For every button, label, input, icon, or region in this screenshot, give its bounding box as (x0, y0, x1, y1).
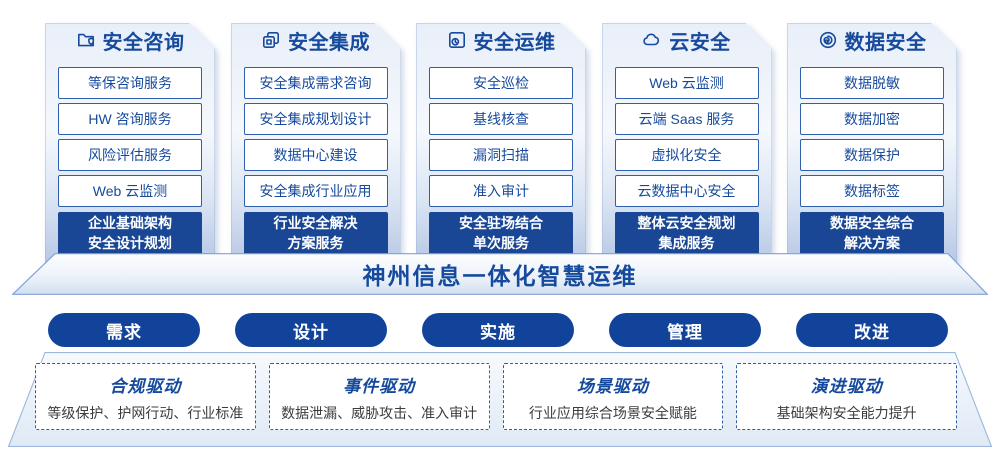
column-title: 安全咨询 (102, 31, 185, 54)
driver-title: 演进驱动 (810, 377, 883, 396)
service-item: 数据中心建设 (243, 139, 388, 171)
driver-compliance: 合规驱动 等级保护、护网行动、行业标准 (35, 363, 256, 430)
service-item: 基线核查 (429, 103, 573, 135)
process-step-improvement: 改进 (796, 313, 948, 347)
service-item: 数据标签 (800, 175, 944, 207)
service-item: 漏洞扫描 (429, 139, 573, 171)
service-columns: 安全咨询 等保咨询服务 HW 咨询服务 风险评估服务 Web 云监测 企业基础架… (45, 10, 957, 264)
process-step-management: 管理 (609, 313, 761, 347)
data-spiral-icon (819, 31, 836, 49)
process-step-implementation: 实施 (422, 313, 574, 347)
driver-incident: 事件驱动 数据泄漏、威胁攻击、准入审计 (268, 363, 490, 430)
process-step-design: 设计 (235, 313, 387, 347)
service-item: 数据脱敏 (800, 67, 944, 99)
driver-boxes: 合规驱动 等级保护、护网行动、行业标准 事件驱动 数据泄漏、威胁攻击、准入审计 … (35, 363, 957, 430)
driver-scenario: 场景驱动 行业应用综合场景安全赋能 (502, 363, 724, 430)
driver-evolution: 演进驱动 基础架构安全能力提升 (736, 363, 957, 430)
column-data-security: 数据安全 数据脱敏 数据加密 数据保护 数据标签 数据安全综合 解决方案 (787, 23, 957, 264)
service-item: 安全集成需求咨询 (243, 67, 388, 99)
service-item: Web 云监测 (614, 67, 759, 99)
column-highlight: 整体云安全规划 集成服务 (614, 212, 759, 255)
column-highlight: 安全驻场结合 单次服务 (429, 212, 573, 255)
driver-title: 事件驱动 (343, 377, 416, 396)
process-step-requirement: 需求 (48, 313, 200, 347)
driver-desc: 行业应用综合场景安全赋能 (528, 405, 697, 421)
driver-desc: 基础架构安全能力提升 (776, 405, 917, 421)
service-item: 安全巡检 (429, 67, 573, 99)
banner-trapezoid-shape (12, 253, 988, 295)
service-item: 风险评估服务 (58, 139, 202, 171)
panel-clock-icon (448, 31, 465, 48)
column-title: 安全运维 (473, 31, 556, 54)
column-cloud-security: 云安全 Web 云监测 云端 Saas 服务 虚拟化安全 云数据中心安全 整体云… (601, 23, 772, 264)
column-highlight: 企业基础架构 安全设计规划 (58, 212, 202, 255)
column-title: 云安全 (669, 31, 731, 54)
driver-desc: 数据泄漏、威胁攻击、准入审计 (281, 405, 478, 421)
driver-title: 合规驱动 (109, 377, 182, 396)
service-item: 安全集成规划设计 (243, 103, 388, 135)
column-security-operations: 安全运维 安全巡检 基线核查 漏洞扫描 准入审计 安全驻场结合 单次服务 (416, 23, 586, 264)
cloud-icon (643, 33, 660, 46)
service-item: 虚拟化安全 (614, 139, 759, 171)
service-item: 数据保护 (800, 139, 944, 171)
service-item: 云数据中心安全 (614, 175, 759, 207)
driver-desc: 等级保护、护网行动、行业标准 (47, 405, 244, 421)
service-item: Web 云监测 (58, 175, 202, 207)
service-item: HW 咨询服务 (58, 103, 202, 135)
column-title: 安全集成 (288, 31, 370, 54)
column-highlight: 数据安全综合 解决方案 (800, 212, 944, 255)
copy-documents-icon (262, 31, 279, 48)
process-steps: 需求 设计 实施 管理 改进 (48, 313, 948, 347)
column-security-consulting: 安全咨询 等保咨询服务 HW 咨询服务 风险评估服务 Web 云监测 企业基础架… (45, 23, 215, 264)
column-title: 数据安全 (844, 31, 927, 54)
banner-title: 神州信息一体化智慧运维 (362, 263, 638, 289)
folder-shield-icon (77, 33, 94, 47)
column-security-integration: 安全集成 安全集成需求咨询 安全集成规划设计 数据中心建设 安全集成行业应用 行… (230, 23, 401, 264)
column-highlight: 行业安全解决 方案服务 (243, 212, 388, 255)
service-item: 云端 Saas 服务 (614, 103, 759, 135)
service-item: 数据加密 (800, 103, 944, 135)
driver-title: 场景驱动 (576, 377, 649, 396)
service-item: 安全集成行业应用 (243, 175, 388, 207)
service-item: 等保咨询服务 (58, 67, 202, 99)
platform-banner: 神州信息一体化智慧运维 (12, 253, 988, 295)
service-item: 准入审计 (429, 175, 573, 207)
